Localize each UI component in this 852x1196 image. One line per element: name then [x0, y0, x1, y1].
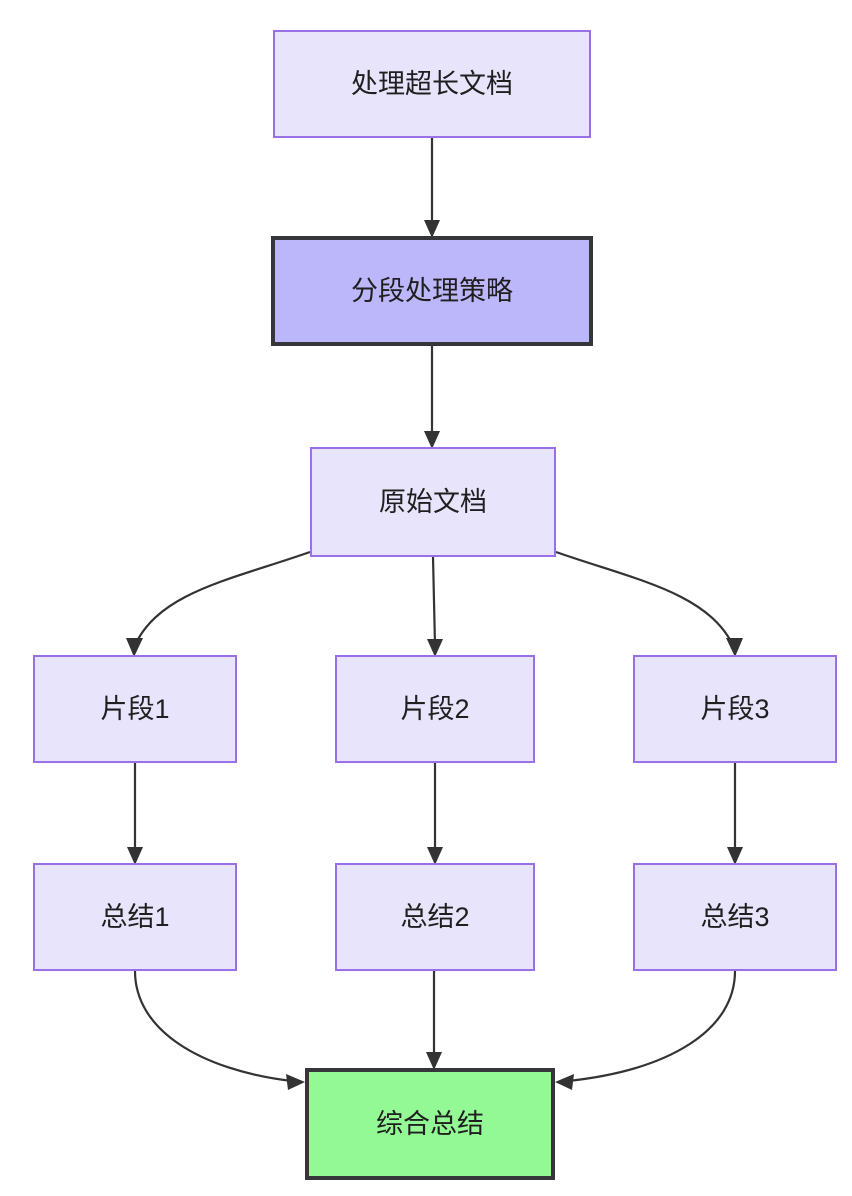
edge-chunk2-to-summary2 — [427, 763, 443, 865]
node-summary-1[interactable]: 总结1 — [33, 863, 237, 971]
edge-summary2-to-final — [426, 971, 442, 1070]
node-process-long-document[interactable]: 处理超长文档 — [273, 30, 591, 138]
edge-summary3-to-final — [555, 970, 737, 1090]
node-summary-2[interactable]: 总结2 — [335, 863, 535, 971]
edge-source-to-chunk2 — [427, 556, 443, 657]
edge-chunk1-to-summary1 — [127, 763, 143, 865]
node-label: 总结2 — [400, 901, 470, 932]
edge-source-to-chunk3 — [555, 550, 743, 657]
node-label: 片段3 — [700, 693, 770, 724]
arrow-head-icon — [555, 1074, 574, 1090]
node-chunk-3[interactable]: 片段3 — [633, 655, 837, 763]
node-label: 综合总结 — [376, 1108, 484, 1139]
edge-source-to-chunk1 — [126, 550, 311, 657]
node-label: 原始文档 — [379, 486, 487, 517]
edge-chunk3-to-summary3 — [727, 763, 743, 865]
node-chunk-1[interactable]: 片段1 — [33, 655, 237, 763]
node-label: 总结1 — [100, 901, 170, 932]
node-label: 片段2 — [400, 693, 470, 724]
node-combined-summary[interactable]: 综合总结 — [305, 1068, 555, 1180]
edge-strategy-to-source — [424, 346, 440, 449]
edge-summary1-to-final — [133, 970, 305, 1090]
node-source-document[interactable]: 原始文档 — [310, 447, 556, 557]
node-label: 处理超长文档 — [351, 68, 513, 99]
edge-doc-to-strategy — [424, 138, 440, 238]
node-chunking-strategy[interactable]: 分段处理策略 — [271, 236, 593, 346]
node-label: 总结3 — [700, 901, 770, 932]
arrow-head-icon — [286, 1074, 305, 1090]
node-label: 分段处理策略 — [351, 275, 513, 306]
node-summary-3[interactable]: 总结3 — [633, 863, 837, 971]
node-label: 片段1 — [100, 693, 170, 724]
node-chunk-2[interactable]: 片段2 — [335, 655, 535, 763]
